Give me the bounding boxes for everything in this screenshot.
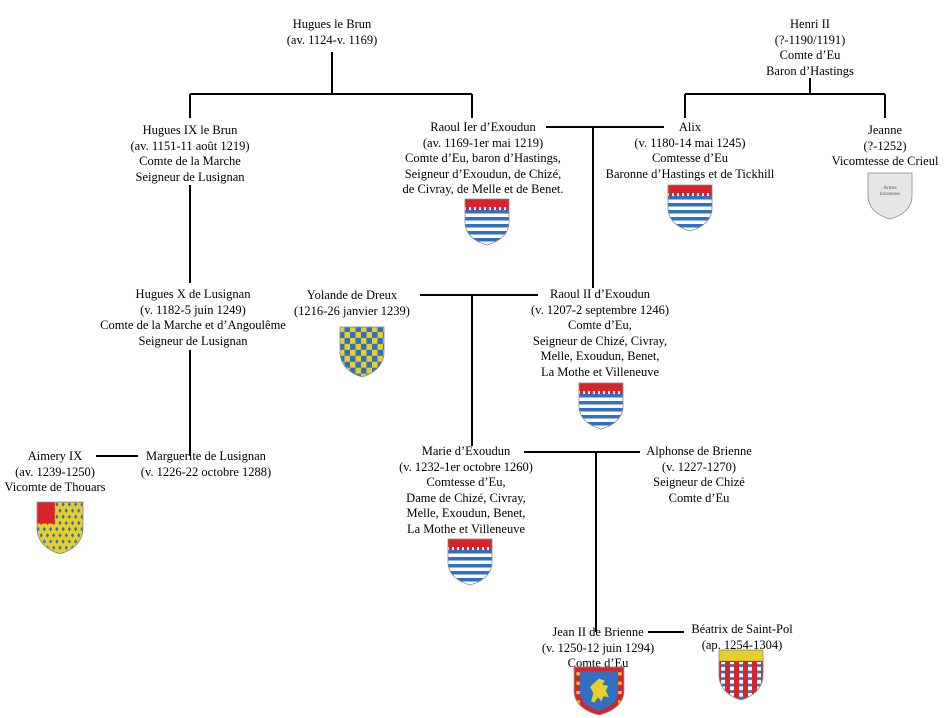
- person-text-line: (v. 1180-14 mai 1245): [634, 135, 746, 150]
- coat-of-arms-raoul-ii: [578, 382, 624, 430]
- person-text-line: Alix: [678, 120, 702, 134]
- person-text-line: Seigneur de Chizé: [653, 475, 745, 489]
- person-jeanne: Jeanne(?-1252)Vicomtesse de Crieul: [832, 123, 939, 170]
- person-text-line: Hugues le Brun: [292, 17, 372, 31]
- person-aimery-ix: Aimery IX(av. 1239-1250)Vicomte de Thoua…: [4, 449, 105, 496]
- person-yolande: Yolande de Dreux(1216-26 janvier 1239): [294, 288, 410, 319]
- person-text-line: Aimery IX: [27, 449, 83, 463]
- coat-of-arms-marie: [447, 538, 493, 586]
- person-text-line: Vicomtesse de Crieul: [831, 154, 939, 168]
- person-text-line: Comtesse d’Eu: [651, 151, 729, 165]
- person-text-line: Baronne d’Hastings et de Tickhill: [605, 166, 775, 181]
- person-text-line: Dame de Chizé, Civray,: [406, 490, 526, 505]
- person-text-line: Melle, Exoudun, Benet,: [406, 506, 526, 520]
- person-marie: Marie d’Exoudun(v. 1232-1er octobre 1260…: [399, 444, 533, 537]
- person-text-line: Baron d’Hastings: [766, 63, 854, 78]
- person-text-line: Comte d’Eu,: [568, 318, 632, 332]
- person-text-line: La Mothe et Villeneuve: [540, 364, 660, 379]
- person-text-line: Comte de la Marche: [139, 154, 241, 168]
- person-text-line: Melle, Exoudun, Benet,: [540, 349, 660, 363]
- coat-of-arms-alix: [667, 184, 713, 232]
- person-text-line: Raoul Ier d’Exoudun: [430, 120, 536, 134]
- person-raoul-ii: Raoul II d’Exoudun(v. 1207-2 septembre 1…: [531, 287, 669, 380]
- person-text-line: Hugues X de Lusignan: [135, 287, 251, 301]
- coat-of-arms-jean-ii: [573, 666, 625, 716]
- person-marguerite: Marguerite de Lusignan(v. 1226-22 octobr…: [141, 449, 271, 480]
- person-text-line: (av. 1239-1250): [15, 464, 95, 479]
- person-text-line: Comte d’Eu: [668, 490, 730, 505]
- arms-unknown-label: inconnues: [880, 192, 900, 197]
- person-text-line: (ap. 1254-1304): [701, 637, 783, 652]
- person-text-line: Marguerite de Lusignan: [146, 449, 266, 463]
- person-hugues-x: Hugues X de Lusignan(v. 1182-5 juin 1249…: [100, 287, 286, 349]
- person-text-line: de Civray, de Melle et de Benet.: [402, 182, 564, 196]
- person-text-line: Yolande de Dreux: [306, 288, 398, 302]
- person-text-line: Béatrix de Saint-Pol: [691, 622, 793, 636]
- coat-of-arms-raoul-i: [464, 198, 510, 246]
- person-jean-ii: Jean II de Brienne(v. 1250-12 juin 1294)…: [542, 625, 654, 672]
- person-raoul-i: Raoul Ier d’Exoudun(av. 1169-1er mai 121…: [403, 120, 564, 198]
- person-text-line: Comte de la Marche et d’Angoulême: [100, 318, 286, 332]
- person-text-line: Jeanne: [867, 123, 902, 137]
- person-text-line: (1216-26 janvier 1239): [294, 303, 410, 318]
- person-text-line: Alphonse de Brienne: [646, 444, 752, 458]
- person-text-line: Comtesse d’Eu,: [426, 475, 506, 489]
- person-text-line: Comte d’Eu, baron d’Hastings,: [405, 151, 561, 165]
- person-text-line: (v. 1227-1270): [661, 459, 737, 474]
- coat-of-arms-yolande: [339, 326, 385, 378]
- coat-of-arms-beatrix: [718, 649, 764, 701]
- person-text-line: (v. 1226-22 octobre 1288): [140, 464, 272, 479]
- arms-unknown-label: Armes: [883, 186, 896, 191]
- person-text-line: Henri II: [790, 17, 830, 31]
- person-text-line: Jean II de Brienne: [552, 625, 644, 639]
- person-text-line: (av. 1169-1er mai 1219): [422, 135, 544, 150]
- person-hugues-le-brun: Hugues le Brun(av. 1124-v. 1169): [287, 17, 378, 48]
- person-text-line: (v. 1182-5 juin 1249): [140, 302, 246, 317]
- person-text-line: (av. 1151-11 août 1219): [130, 138, 250, 153]
- person-text-line: (?-1252): [863, 138, 907, 153]
- person-text-line: (v. 1207-2 septembre 1246): [530, 302, 670, 317]
- person-text-line: Vicomte de Thouars: [4, 480, 106, 494]
- person-text-line: La Mothe et Villeneuve: [406, 521, 526, 536]
- person-text-line: Seigneur d’Exoudun, de Chizé,: [404, 166, 562, 181]
- coat-of-arms-aimery-ix: [36, 501, 84, 555]
- person-text-line: Seigneur de Lusignan: [135, 169, 245, 184]
- person-text-line: Raoul II d’Exoudun: [550, 287, 650, 301]
- person-text-line: (?-1190/1191): [774, 32, 846, 47]
- person-alphonse: Alphonse de Brienne(v. 1227-1270)Seigneu…: [646, 444, 752, 506]
- person-text-line: (v. 1250-12 juin 1294): [541, 640, 655, 655]
- person-text-line: Comte d’Eu: [567, 656, 629, 670]
- person-text-line: Seigneur de Lusignan: [138, 333, 248, 348]
- person-beatrix: Béatrix de Saint-Pol(ap. 1254-1304): [691, 622, 792, 653]
- person-text-line: (v. 1232-1er octobre 1260): [399, 459, 533, 474]
- person-text-line: Seigneur de Chizé, Civray,: [532, 333, 668, 348]
- person-text-line: Hugues IX le Brun: [142, 123, 238, 137]
- person-text-line: (av. 1124-v. 1169): [286, 32, 378, 47]
- person-text-line: Comte d’Eu: [779, 48, 841, 62]
- person-text-line: Marie d’Exoudun: [421, 444, 511, 458]
- person-hugues-ix: Hugues IX le Brun(av. 1151-11 août 1219)…: [130, 123, 249, 185]
